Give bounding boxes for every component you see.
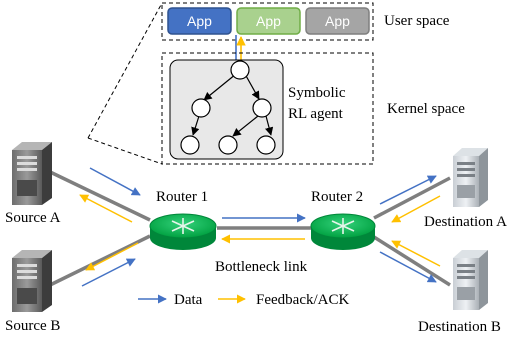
source-b-label: Source B	[5, 318, 60, 334]
router-2-label: Router 2	[311, 189, 363, 205]
router-1-arrows-icon	[171, 218, 195, 234]
legend: Data Feedback/ACK	[138, 292, 349, 308]
tree-leaf-node	[256, 135, 276, 155]
user-space-label: User space	[384, 13, 450, 29]
data-arrows	[81, 167, 437, 287]
agent-label-line1: Symbolic	[288, 85, 346, 101]
router-1-label: Router 1	[156, 189, 208, 205]
destination-a-label: Destination A	[424, 214, 507, 230]
user-space-box	[161, 2, 374, 41]
app-1[interactable]: App	[167, 7, 232, 35]
zoom-line	[87, 2, 163, 139]
kernel-space-label: Kernel space	[387, 101, 465, 117]
app-3[interactable]: App	[305, 7, 370, 35]
bottleneck-label: Bottleneck link	[215, 259, 308, 275]
source-a-label: Source A	[5, 210, 61, 226]
decision-tree	[180, 60, 276, 155]
tree-leaf-node	[218, 135, 238, 155]
destination-a-server-icon[interactable]	[453, 148, 488, 207]
feedback-arrows	[79, 194, 441, 271]
app-3-label: App	[325, 13, 350, 29]
router-2-arrows-icon	[331, 218, 355, 234]
tree-node	[191, 98, 211, 118]
zoom-line	[87, 137, 163, 165]
legend-data-label: Data	[174, 292, 203, 308]
tree-node	[252, 98, 272, 118]
router-1[interactable]	[149, 213, 217, 250]
tree-leaf-node	[180, 135, 200, 155]
app-1-label: App	[187, 13, 212, 29]
network-links	[45, 168, 451, 288]
tree-root-node	[230, 60, 250, 80]
source-a-server-icon[interactable]	[12, 142, 52, 205]
destination-b-label: Destination B	[418, 319, 501, 335]
app-2[interactable]: App	[236, 7, 301, 35]
agent-label-line2: RL agent	[288, 106, 344, 122]
app-2-label: App	[256, 13, 281, 29]
router-2[interactable]	[310, 213, 376, 250]
legend-feedback-label: Feedback/ACK	[256, 292, 349, 308]
source-b-server-icon[interactable]	[12, 250, 52, 312]
kernel-space-box	[161, 52, 374, 165]
destination-b-server-icon[interactable]	[453, 250, 488, 310]
